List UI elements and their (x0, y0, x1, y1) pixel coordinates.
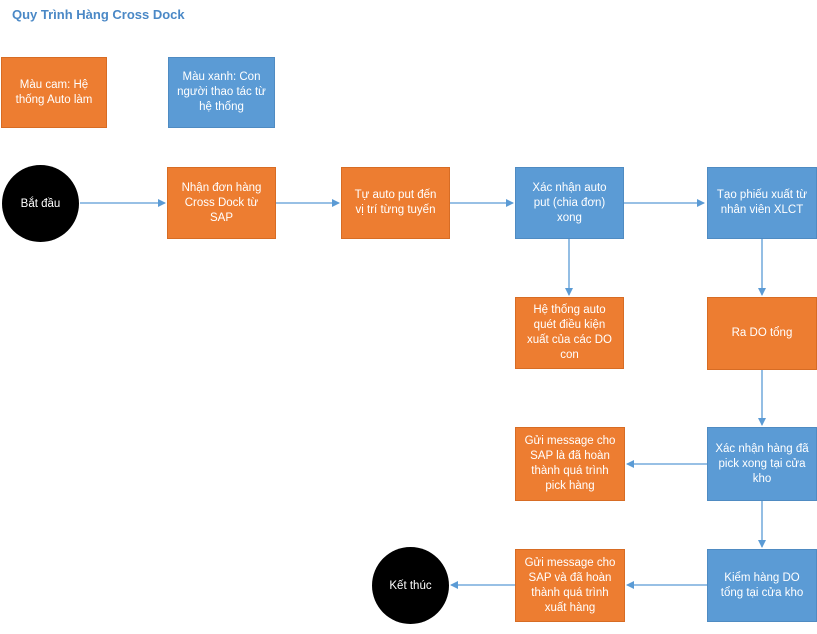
issue-do-box: Ra DO tổng (707, 297, 817, 370)
confirm-pick-box: Xác nhận hàng đã pick xong tại cửa kho (707, 427, 817, 501)
legend-orange-box: Màu cam: Hệ thống Auto làm (1, 57, 107, 128)
auto-put-box: Tự auto put đến vị trí từng tuyến (341, 167, 450, 239)
scan-conditions-box: Hệ thống auto quét điều kiện xuất của cá… (515, 297, 624, 369)
end-node: Kết thúc (372, 547, 449, 624)
diagram-title: Quy Trình Hàng Cross Dock (12, 7, 185, 22)
create-ticket-box: Tạo phiếu xuất từ nhân viên XLCT (707, 167, 817, 239)
start-node: Bắt đầu (2, 165, 79, 242)
check-goods-box: Kiểm hàng DO tổng tại cửa kho (707, 549, 817, 622)
confirm-put-box: Xác nhận auto put (chia đơn) xong (515, 167, 624, 239)
legend-blue-box: Màu xanh: Con người thao tác từ hệ thống (168, 57, 275, 128)
send-pick-message-box: Gửi message cho SAP là đã hoàn thành quá… (515, 427, 625, 501)
send-export-message-box: Gửi message cho SAP và đã hoàn thành quá… (515, 549, 625, 622)
receive-order-box: Nhận đơn hàng Cross Dock từ SAP (167, 167, 276, 239)
